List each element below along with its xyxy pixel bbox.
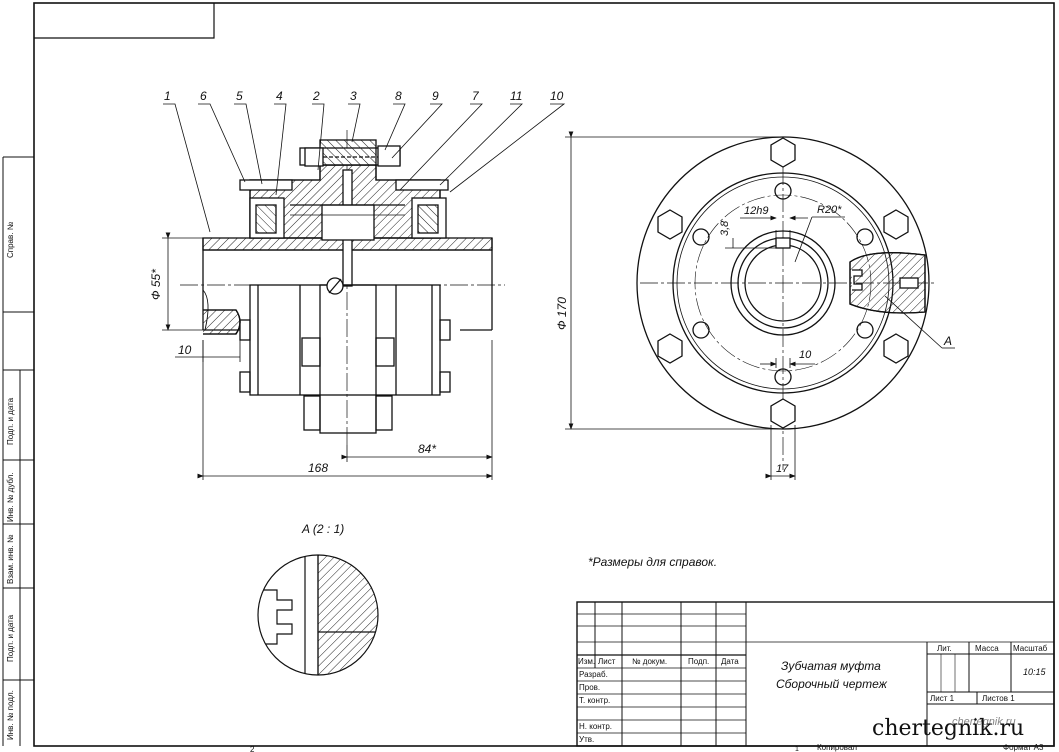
lbl-scale: Масштаб xyxy=(1013,644,1048,653)
dim-84: 84* xyxy=(418,442,436,456)
stamp-vzam: Взам. инв. № xyxy=(6,534,15,584)
front-dimensions xyxy=(162,232,493,480)
bottom-num-left: 2 xyxy=(250,745,255,752)
side-view xyxy=(636,136,935,470)
note-reference-sizes: *Размеры для справок. xyxy=(588,555,717,569)
dim-12h9: 12h9 xyxy=(744,205,768,217)
balloon-2: 2 xyxy=(312,89,320,103)
drawing-name-2: Сборочный чертеж xyxy=(776,677,888,691)
scale-value: 10:15 xyxy=(1023,667,1047,677)
lbl-copied: Копировал xyxy=(817,743,857,752)
lbl-sheet: Лист 1 xyxy=(930,694,955,703)
stamp-podp-2: Подп. и дата xyxy=(6,614,15,662)
watermark-site: chertegnik.ru xyxy=(872,716,1025,741)
dim-17: 17 xyxy=(776,463,789,475)
balloon-11: 11 xyxy=(510,89,522,103)
dim-10-right: 10 xyxy=(799,349,812,361)
bottom-num-mid: 1 xyxy=(795,746,799,752)
faded-site: chertegnik.ru xyxy=(952,716,1016,728)
balloon-numbers: 1 6 5 4 2 3 8 9 7 11 10 xyxy=(164,89,564,103)
dim-r20: R20* xyxy=(817,204,842,216)
part-balloons xyxy=(163,103,566,233)
stamp-inv-dubl: Инв. № дубл. xyxy=(6,472,15,522)
title-block-text: Изм. Лист № докум. Подп. Дата Разраб. Пр… xyxy=(250,644,1048,752)
detail-ref-a: A xyxy=(943,334,952,348)
row-razrab: Разраб. xyxy=(579,670,608,679)
side-stamps: Справ. № Подп. и дата Инв. № дубл. Взам.… xyxy=(6,221,15,740)
row-t-kontr: Т. контр. xyxy=(579,696,610,705)
lbl-sheets: Листов 1 xyxy=(982,694,1015,703)
balloon-1: 1 xyxy=(164,89,171,103)
side-dimensions xyxy=(565,131,955,480)
row-prov: Пров. xyxy=(579,683,600,692)
balloon-6: 6 xyxy=(200,89,207,103)
drawing-name-1: Зубчатая муфта xyxy=(781,659,881,673)
front-dimension-labels: Ф 55* 10 168 84* xyxy=(149,269,436,475)
hdr-data: Дата xyxy=(721,657,739,666)
dim-d55: Ф 55* xyxy=(149,269,163,300)
row-n-kontr: Н. контр. xyxy=(579,722,612,731)
lbl-mass: Масса xyxy=(975,644,999,653)
balloon-3: 3 xyxy=(350,89,357,103)
balloon-9: 9 xyxy=(432,89,439,103)
hdr-podp: Подп. xyxy=(688,657,709,666)
lbl-format: Формат А3 xyxy=(1003,743,1044,752)
hdr-list: Лист xyxy=(598,657,616,666)
detail-title: A (2 : 1) xyxy=(301,522,344,536)
balloon-7: 7 xyxy=(472,89,480,103)
row-utv: Утв. xyxy=(579,735,594,744)
dim-d170: Ф 170 xyxy=(555,297,569,330)
hdr-izm: Изм. xyxy=(578,657,595,666)
lbl-lit: Лит. xyxy=(937,644,952,653)
title-block xyxy=(576,601,1055,747)
balloon-8: 8 xyxy=(395,89,402,103)
balloon-4: 4 xyxy=(276,89,283,103)
front-section-view xyxy=(180,130,505,445)
stamp-inv-podl: Инв. № подл. xyxy=(6,690,15,740)
balloon-5: 5 xyxy=(236,89,243,103)
side-dimension-labels: Ф 170 12h9 R20* 3,8 10 17 A xyxy=(555,204,952,475)
stamp-sprav: Справ. № xyxy=(6,221,15,258)
dim-10-left: 10 xyxy=(178,343,192,357)
dim-168: 168 xyxy=(308,461,328,475)
dim-3-8: 3,8 xyxy=(719,220,731,236)
balloon-10: 10 xyxy=(550,89,564,103)
stamp-podp-1: Подп. и дата xyxy=(6,397,15,445)
hdr-docum: № докум. xyxy=(632,657,667,666)
detail-a-view xyxy=(257,554,379,676)
